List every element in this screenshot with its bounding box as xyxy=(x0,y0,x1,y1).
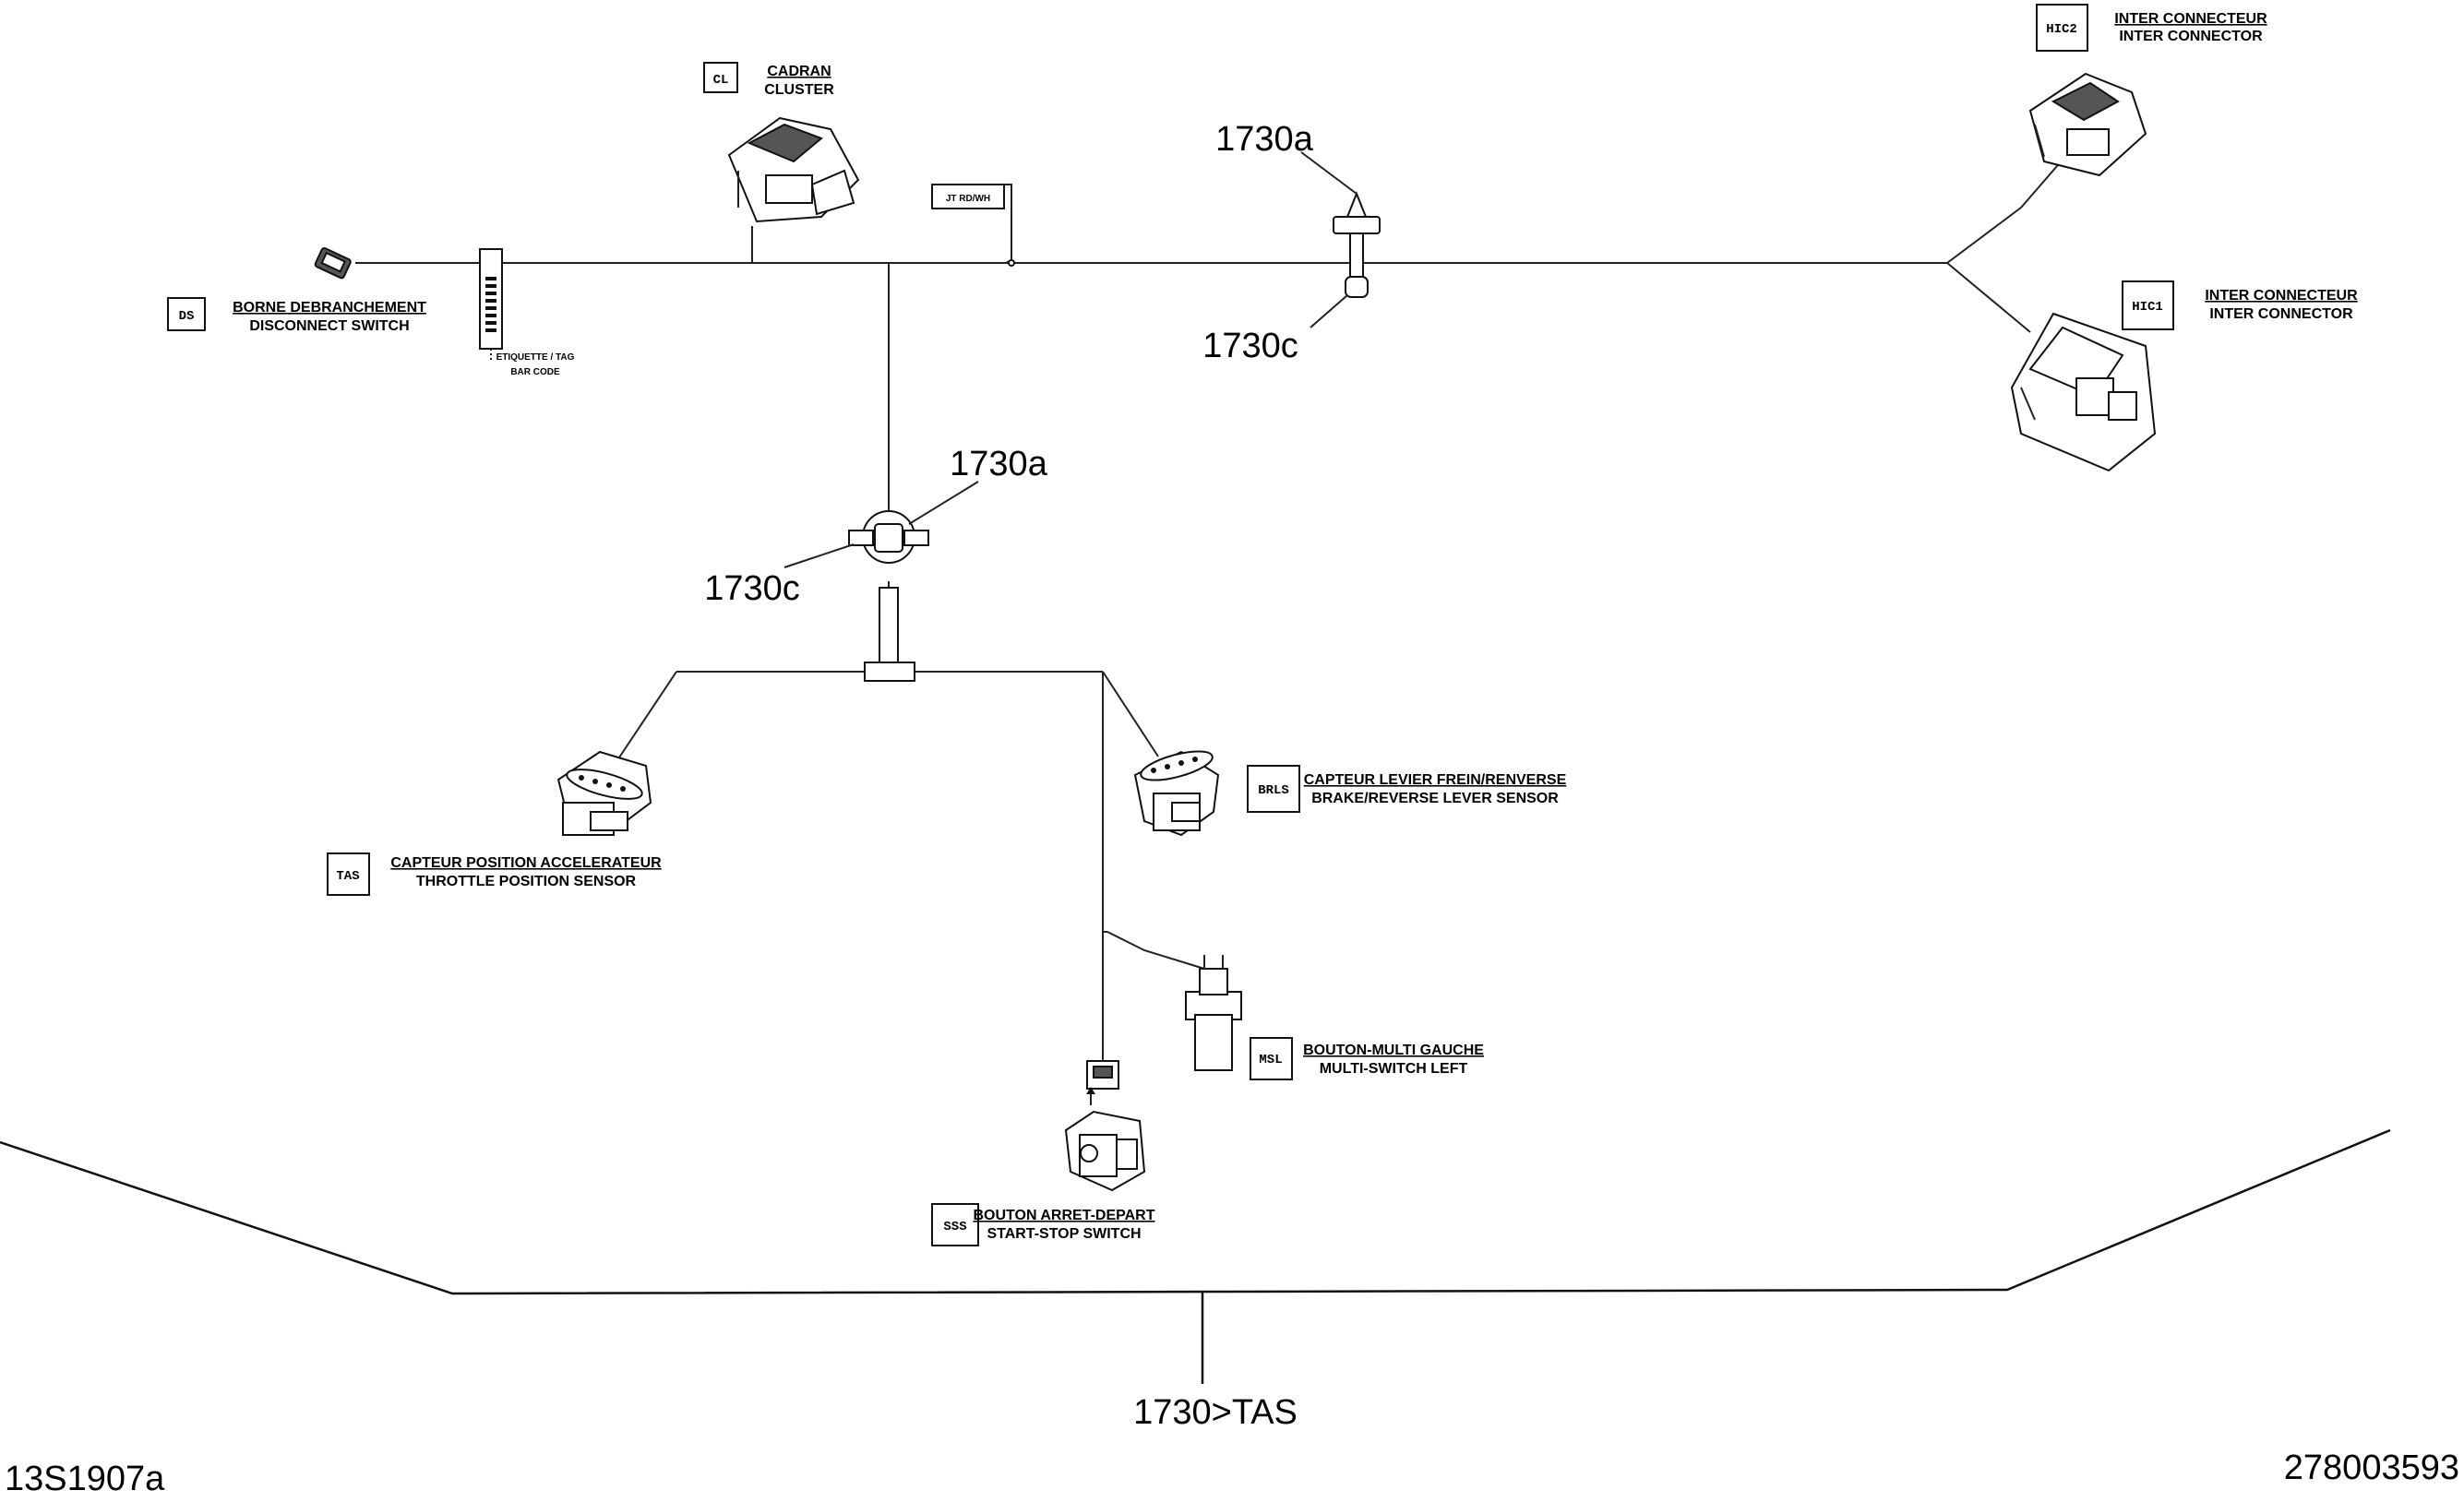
callout-leader-mid-a xyxy=(908,481,979,525)
hic1-connector[interactable] xyxy=(2010,312,2157,472)
barcode-tag xyxy=(479,248,503,362)
footer-right-code: 278003593 xyxy=(2284,1448,2459,1487)
start-stop-label-en: START-STOP SWITCH xyxy=(987,1226,1141,1242)
callout-mid-a: 1730a xyxy=(950,445,1048,483)
multi-switch-label-en: MULTI-SWITCH LEFT xyxy=(1320,1061,1468,1077)
footer-left-code: 13S1907a xyxy=(5,1460,165,1498)
disconnect-switch-code: DS xyxy=(179,309,195,324)
start-stop-code: SSS xyxy=(943,1220,966,1234)
cluster-code: CL xyxy=(713,73,729,88)
barcode-tag-line1: ETIQUETTE / TAG xyxy=(496,352,575,363)
disconnect-switch-connector[interactable] xyxy=(314,246,352,280)
hic2-code: HIC2 xyxy=(2046,22,2077,37)
harness-wires xyxy=(355,137,2082,1061)
throttle-sensor-code-box xyxy=(327,852,370,896)
disconnect-switch-label-en: DISCONNECT SWITCH xyxy=(249,318,409,334)
hic1-label-fr: INTER CONNECTEUR xyxy=(2205,288,2358,304)
brake-sensor-code: BRLS xyxy=(1258,783,1289,798)
disconnect-switch-code-box xyxy=(167,297,206,331)
multi-switch-connector[interactable] xyxy=(1185,955,1242,1071)
cluster-label-fr: CADRAN xyxy=(767,64,831,79)
callout-top-c: 1730c xyxy=(1202,327,1298,365)
brake-sensor-label-en: BRAKE/REVERSE LEVER SENSOR xyxy=(1311,791,1559,806)
junction-splice xyxy=(1008,259,1015,267)
cluster-code-box xyxy=(703,62,738,93)
hic1-code-box xyxy=(2122,280,2174,330)
junction-tag-box xyxy=(931,184,1005,209)
cluster-connector[interactable] xyxy=(727,116,860,223)
multi-switch-code-box xyxy=(1250,1037,1293,1080)
barcode-tag-line2: BAR CODE xyxy=(510,367,560,377)
throttle-sensor-label-fr: CAPTEUR POSITION ACCELERATEUR xyxy=(390,855,662,871)
brake-sensor-label-fr: CAPTEUR LEVIER FREIN/RENVERSE xyxy=(1304,772,1567,788)
disconnect-switch-label-fr: BORNE DEBRANCHEMENT xyxy=(233,300,426,316)
cluster-label-en: CLUSTER xyxy=(764,82,834,98)
throttle-sensor-connector[interactable] xyxy=(556,750,652,836)
callout-bottom: 1730>TAS xyxy=(1133,1393,1298,1432)
callout-leader-top-a xyxy=(1300,151,1358,195)
top-fastener[interactable] xyxy=(1333,191,1381,298)
hic2-label-en: INTER CONNECTOR xyxy=(2119,29,2263,44)
bottom-outline xyxy=(0,1128,2391,1384)
brake-sensor-connector[interactable] xyxy=(1133,745,1220,837)
start-stop-switch[interactable] xyxy=(1064,1060,1146,1192)
start-stop-label-fr: BOUTON ARRET-DEPART xyxy=(973,1208,1154,1223)
hic1-label-en: INTER CONNECTOR xyxy=(2209,306,2353,322)
callout-top-a: 1730a xyxy=(1215,120,1314,159)
throttle-sensor-code: TAS xyxy=(336,869,359,884)
callout-leader-mid-c xyxy=(783,543,855,568)
junction-tag: JT RD/WH xyxy=(946,194,990,204)
throttle-sensor-label-en: THROTTLE POSITION SENSOR xyxy=(416,874,637,889)
hic2-code-box xyxy=(2036,4,2088,52)
middle-clip[interactable] xyxy=(848,510,929,564)
start-stop-code-box xyxy=(931,1203,979,1246)
callout-mid-c: 1730c xyxy=(704,569,800,608)
hic1-code: HIC1 xyxy=(2132,300,2163,315)
hic2-label-fr: INTER CONNECTEUR xyxy=(2114,11,2267,27)
t-junction xyxy=(864,587,915,682)
brake-sensor-code-box xyxy=(1247,765,1300,813)
callout-leader-top-c xyxy=(1310,294,1348,328)
multi-switch-code: MSL xyxy=(1259,1053,1282,1067)
multi-switch-label-fr: BOUTON-MULTI GAUCHE xyxy=(1303,1043,1484,1058)
hic2-connector[interactable] xyxy=(2028,72,2147,177)
